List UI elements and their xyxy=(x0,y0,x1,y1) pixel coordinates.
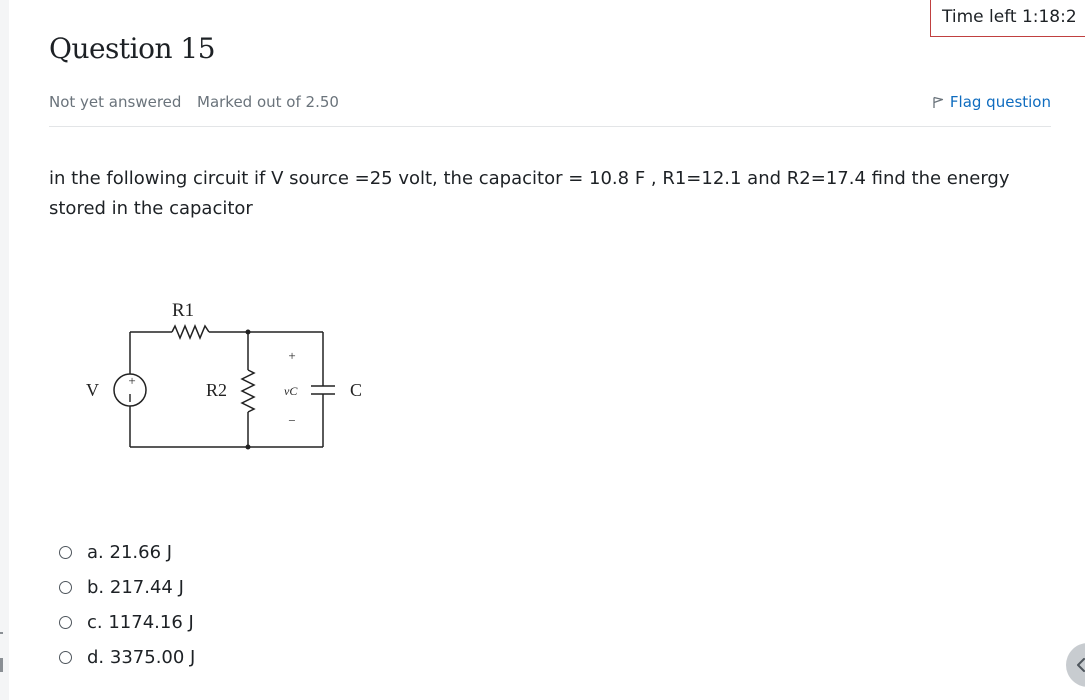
vc-plus: + xyxy=(288,348,295,363)
flag-question-button[interactable]: Flag question xyxy=(932,93,1051,111)
r1-label: R1 xyxy=(172,300,194,321)
divider xyxy=(49,126,1051,127)
flag-icon xyxy=(932,96,944,109)
source-plus: + xyxy=(128,373,135,388)
vc-label: vC xyxy=(284,384,298,398)
chevron-left-icon xyxy=(1077,658,1085,672)
edge-mark xyxy=(0,658,3,672)
answer-value: 217.44 J xyxy=(109,577,184,598)
answer-letter: a. xyxy=(87,542,104,563)
answer-option-c[interactable]: c. 1174.16 J xyxy=(59,605,195,640)
answer-options: a. 21.66 J b. 217.44 J c. 1174.16 J d. 3… xyxy=(59,535,195,675)
left-sidebar-edge xyxy=(0,0,9,700)
radio-button[interactable] xyxy=(59,651,72,664)
answer-letter: b. xyxy=(87,577,105,598)
edge-mark xyxy=(0,632,3,634)
v-label: V xyxy=(86,380,99,400)
question-marks: Marked out of 2.50 xyxy=(197,93,339,111)
flag-question-label: Flag question xyxy=(949,93,1051,111)
time-left-timer: Time left 1:18:2 xyxy=(930,0,1085,37)
c-label: C xyxy=(350,380,362,400)
drawer-toggle-button[interactable] xyxy=(1066,643,1085,687)
answer-option-a[interactable]: a. 21.66 J xyxy=(59,535,195,570)
question-status: Not yet answered xyxy=(49,93,182,111)
radio-button[interactable] xyxy=(59,546,72,559)
answer-letter: c. xyxy=(87,612,103,633)
answer-value: 3375.00 J xyxy=(109,647,196,668)
answer-value: 21.66 J xyxy=(109,542,173,563)
vc-minus: − xyxy=(288,413,295,428)
answer-option-b[interactable]: b. 217.44 J xyxy=(59,570,195,605)
node-dot xyxy=(245,444,251,450)
question-info: Not yet answered Marked out of 2.50 Flag… xyxy=(49,93,1051,115)
radio-button[interactable] xyxy=(59,616,72,629)
answer-option-d[interactable]: d. 3375.00 J xyxy=(59,640,195,675)
question-text: in the following circuit if V source =25… xyxy=(49,168,1010,219)
answer-value: 1174.16 J xyxy=(108,612,194,633)
r2-label: R2 xyxy=(206,380,227,400)
node-dot xyxy=(245,329,251,335)
circuit-diagram: + R1 V R2 C vC + − xyxy=(86,300,362,450)
answer-letter: d. xyxy=(87,647,105,668)
question-title: Question 15 xyxy=(49,32,216,65)
radio-button[interactable] xyxy=(59,581,72,594)
